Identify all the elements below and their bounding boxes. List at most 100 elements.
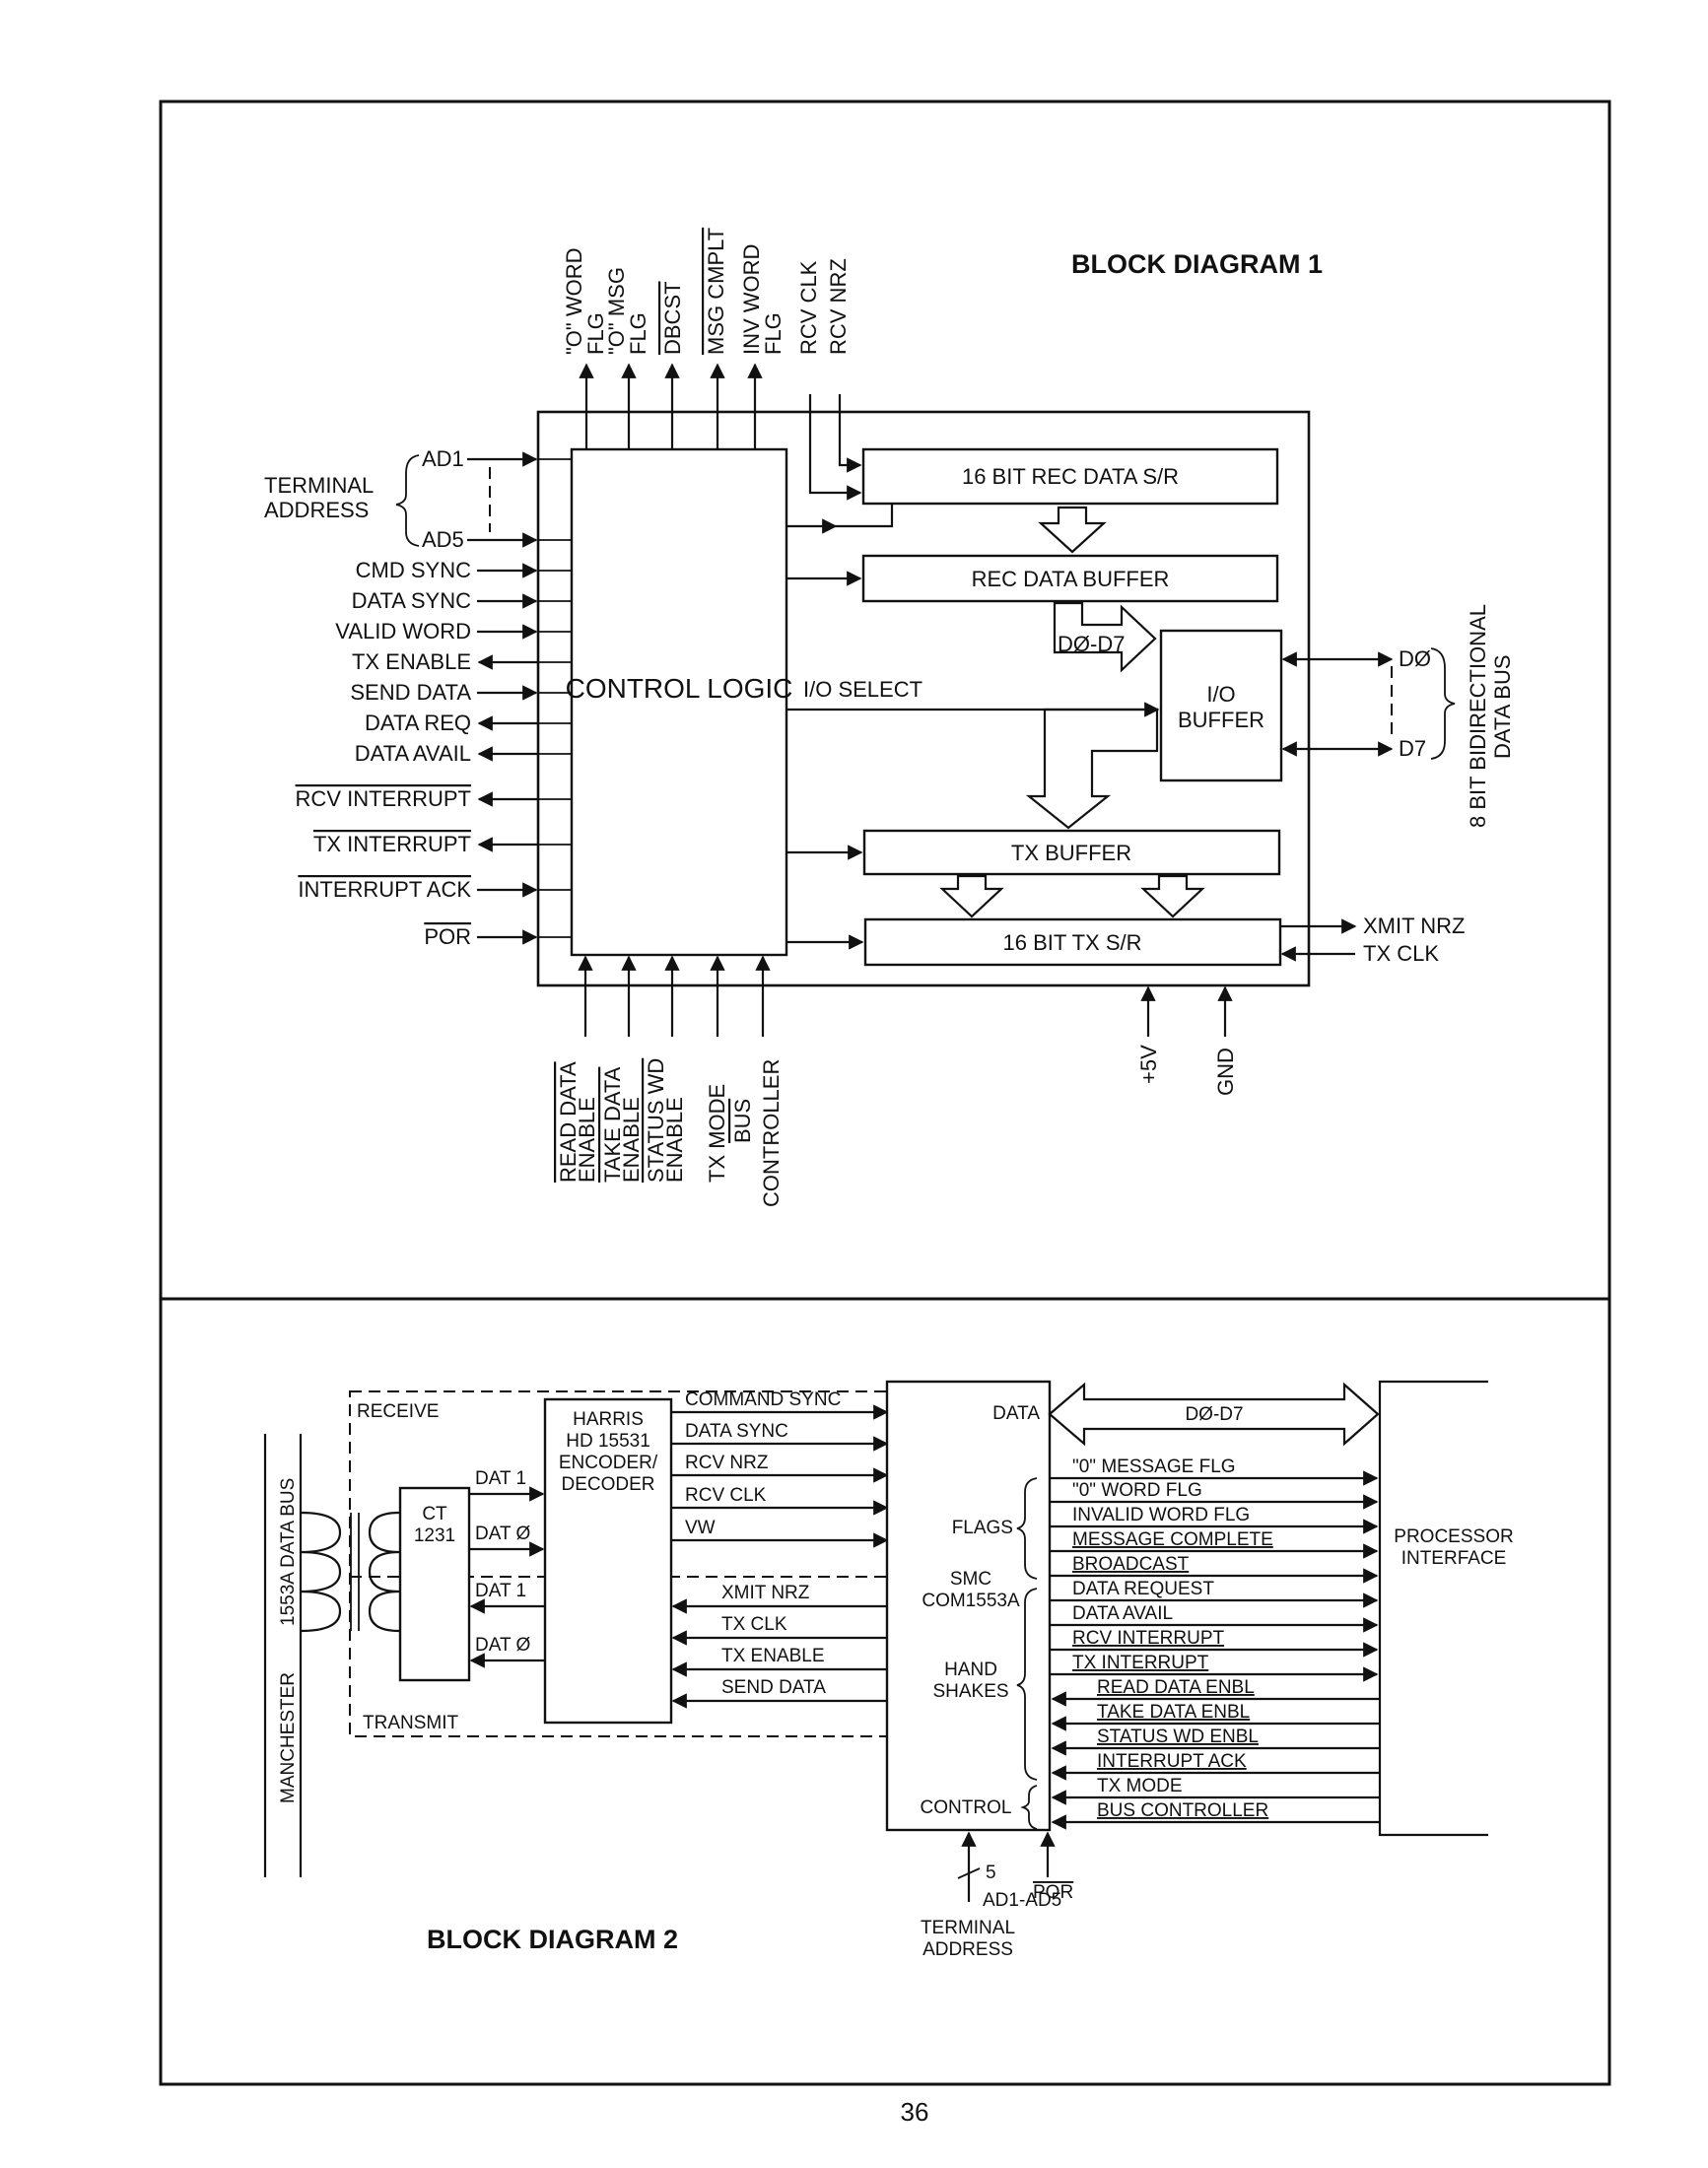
- bot-gnd: GND: [1213, 1048, 1238, 1096]
- top-label-flg-3: FLG: [761, 312, 786, 355]
- harris-in-0: XMIT NRZ: [721, 1583, 810, 1603]
- sig-interrupt-ack: INTERRUPT ACK: [298, 877, 471, 902]
- data-bus-brace: [1430, 647, 1456, 760]
- bot-status-wd: STATUS WD: [644, 1058, 668, 1183]
- smc-label-2: COM1553A: [922, 1591, 1020, 1611]
- left-signal-arrows: [477, 563, 538, 945]
- bottom-signal-labels: READ DATA ENABLE TAKE DATA ENABLE STATUS…: [556, 1045, 1238, 1207]
- tx-sr-label: 16 BIT TX S/R: [1002, 930, 1141, 955]
- rcv-clk-line: [808, 394, 862, 501]
- hs-in-0: READ DATA ENBL: [1097, 1677, 1255, 1698]
- io-select-label: I/O SELECT: [803, 677, 922, 702]
- data-bus-label-1: 8 BIT BIDIRECTIONAL: [1466, 604, 1490, 828]
- d1-ad5-label: AD5: [422, 527, 464, 552]
- d0-label: DØ: [1399, 646, 1431, 671]
- bot-tx-mode: TX MODE: [705, 1084, 729, 1183]
- dat-label-2: DAT Ø: [475, 1524, 531, 1544]
- control-logic-text: CONTROL LOGIC: [566, 673, 793, 704]
- smc-label-1: SMC: [950, 1569, 991, 1590]
- bot-read-data: READ DATA: [556, 1061, 581, 1183]
- smc-hand-label: HAND: [944, 1660, 997, 1680]
- sig-tx-enable: TX ENABLE: [352, 649, 471, 674]
- bot-plus5v: +5V: [1136, 1045, 1161, 1084]
- smc-flags-label: FLAGS: [952, 1518, 1013, 1538]
- top-label-flg-1: FLG: [583, 312, 608, 355]
- harris-output-lines: [671, 1404, 889, 1548]
- por-label: POR: [1033, 1882, 1073, 1903]
- sig-rcv-interrupt: RCV INTERRUPT: [296, 786, 471, 811]
- d0-d7-label: DØ-D7: [1058, 632, 1125, 656]
- sig-cmd-sync: CMD SYNC: [356, 558, 471, 582]
- com1553a-block: [885, 1380, 1052, 1832]
- rec-sr-tap: [836, 504, 894, 528]
- chip-outline: [536, 410, 1311, 987]
- hollow-arrow-io-to-tx: [1025, 708, 1159, 830]
- d2-address-label: ADDRESS: [922, 1939, 1013, 1960]
- hs-in-2: STATUS WD ENBL: [1097, 1727, 1259, 1747]
- d7-label: D7: [1399, 736, 1426, 761]
- hs-in-1: TAKE DATA ENBL: [1097, 1702, 1250, 1723]
- smc-control-label: CONTROL: [921, 1797, 1012, 1818]
- io-buffer-label-2: BUFFER: [1178, 708, 1264, 732]
- d2-terminal-label: TERMINAL: [921, 1918, 1015, 1938]
- sig-send-data: SEND DATA: [350, 680, 471, 705]
- tx-buffer-block: [862, 829, 1281, 876]
- control-brace: [1020, 1785, 1038, 1830]
- top-label-msg-cmplt: MSG CMPLT: [704, 228, 728, 355]
- receive-label: RECEIVE: [357, 1401, 439, 1422]
- harris-in-2: TX ENABLE: [721, 1646, 825, 1666]
- sig-data-req: DATA REQ: [365, 711, 471, 735]
- top-signal-labels: "O" WORD FLG "O" MSG FLG DBCST MSG CMPLT…: [562, 228, 851, 355]
- flag-2: INVALID WORD FLG: [1072, 1505, 1250, 1525]
- bot-enable-2: ENABLE: [619, 1097, 644, 1183]
- flag-1: "0" WORD FLG: [1072, 1480, 1202, 1501]
- top-output-arrows: [579, 363, 763, 449]
- bot-enable-1: ENABLE: [575, 1097, 599, 1183]
- svg-text:DECODER: DECODER: [561, 1474, 654, 1495]
- rec-buffer-label: REC DATA BUFFER: [972, 567, 1170, 591]
- dat-label-1: DAT 1: [475, 1468, 526, 1489]
- left-signal-labels: CMD SYNC DATA SYNC VALID WORD TX ENABLE …: [296, 558, 472, 949]
- ctl-in-0: TX MODE: [1097, 1776, 1183, 1796]
- d0-d7-bus-label: DØ-D7: [1185, 1404, 1243, 1425]
- svg-text:ENCODER/: ENCODER/: [559, 1453, 658, 1473]
- rec-buffer-block: [861, 554, 1279, 603]
- harris-out-1: DATA SYNC: [685, 1421, 788, 1442]
- hollow-arrow-buffer-to-io: [1053, 601, 1157, 673]
- hollow-arrow-tx-to-sr-1: [939, 874, 1004, 918]
- flags-brace: [1016, 1477, 1038, 1580]
- svg-text:HD 15531: HD 15531: [566, 1431, 650, 1452]
- d1-ad1-label: AD1: [422, 446, 464, 471]
- hs-out-2: RCV INTERRUPT: [1072, 1628, 1225, 1649]
- receive-transmit-enclosure: [349, 1390, 908, 1737]
- terminal-address-brace: [395, 454, 420, 547]
- outer-frame: [159, 100, 1611, 2086]
- bot-take-data: TAKE DATA: [600, 1066, 625, 1183]
- io-buffer-block: [1159, 629, 1283, 782]
- diagram2-title: BLOCK DIAGRAM 2: [427, 1925, 678, 1954]
- data-bus-label-2: DATA BUS: [1490, 654, 1515, 759]
- handshakes-brace: [1016, 1588, 1038, 1781]
- ct1231-block: [398, 1486, 471, 1682]
- harris-label: HARRIS HD 15531 ENCODER/ DECODER: [559, 1409, 658, 1495]
- processor-interface-box: [1378, 1380, 1488, 1837]
- ad-count-label: 5: [986, 1863, 996, 1883]
- bus-label-manchester: MANCHESTER: [278, 1672, 299, 1803]
- ct-label-2: 1231: [414, 1525, 455, 1546]
- flag-0: "0" MESSAGE FLG: [1072, 1457, 1236, 1477]
- dat-label-3: DAT 1: [475, 1581, 526, 1601]
- page-number: 36: [901, 2097, 929, 2127]
- sig-data-sync: DATA SYNC: [352, 588, 472, 613]
- d1-terminal-address-1: TERMINAL: [264, 473, 374, 498]
- processor-label-2: INTERFACE: [1401, 1548, 1507, 1569]
- ad-bus-slash: [957, 1867, 981, 1879]
- sig-valid-word: VALID WORD: [335, 619, 471, 644]
- harris-block: [543, 1397, 673, 1725]
- harris-in-3: SEND DATA: [721, 1677, 826, 1698]
- harris-in-1: TX CLK: [721, 1614, 787, 1635]
- ct-label-1: CT: [422, 1504, 447, 1524]
- hs-out-1: DATA AVAIL: [1072, 1603, 1173, 1624]
- harris-out-2: RCV NRZ: [685, 1453, 769, 1473]
- hs-out-0: DATA REQUEST: [1072, 1579, 1214, 1599]
